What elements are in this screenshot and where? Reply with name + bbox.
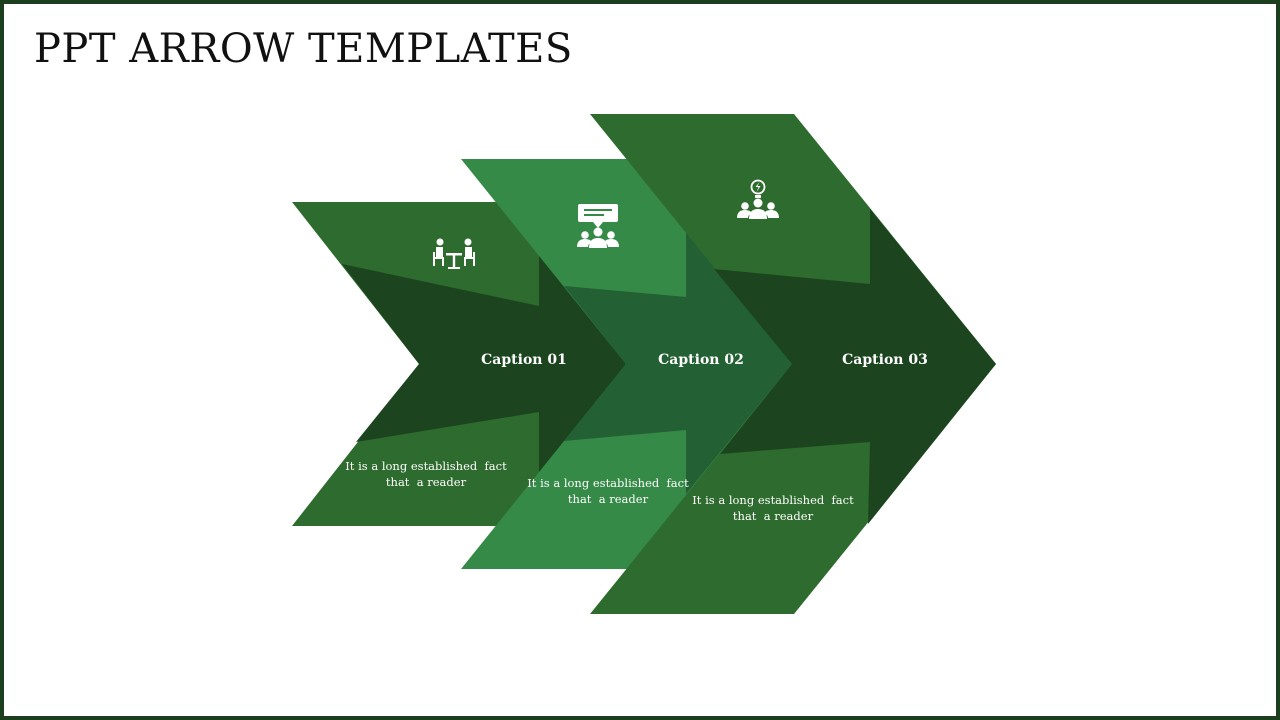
team-chat-icon <box>577 204 619 248</box>
description-2-line-1: It is a long established fact <box>527 476 689 490</box>
arrow-2-core <box>564 232 792 494</box>
description-3-line-1: It is a long established fact <box>692 493 854 507</box>
arrow-step-1 <box>292 202 626 526</box>
description-3-line-2: that a reader <box>733 509 814 523</box>
arrow-step-3 <box>590 114 996 614</box>
arrow-3-core <box>714 209 996 524</box>
caption-3: Caption 03 <box>842 352 928 368</box>
description-1-line-2: that a reader <box>386 475 467 489</box>
arrow-1-core <box>342 252 626 474</box>
caption-2: Caption 02 <box>658 352 744 368</box>
team-idea-icon <box>737 179 779 219</box>
meeting-icon <box>433 238 475 269</box>
caption-1: Caption 01 <box>481 352 567 368</box>
slide-title: PPT ARROW TEMPLATES <box>34 26 573 72</box>
description-2-line-2: that a reader <box>568 492 649 506</box>
description-1-line-1: It is a long established fact <box>345 459 507 473</box>
arrow-diagram: Caption 01 Caption 02 Caption 03 It is a… <box>292 114 996 614</box>
